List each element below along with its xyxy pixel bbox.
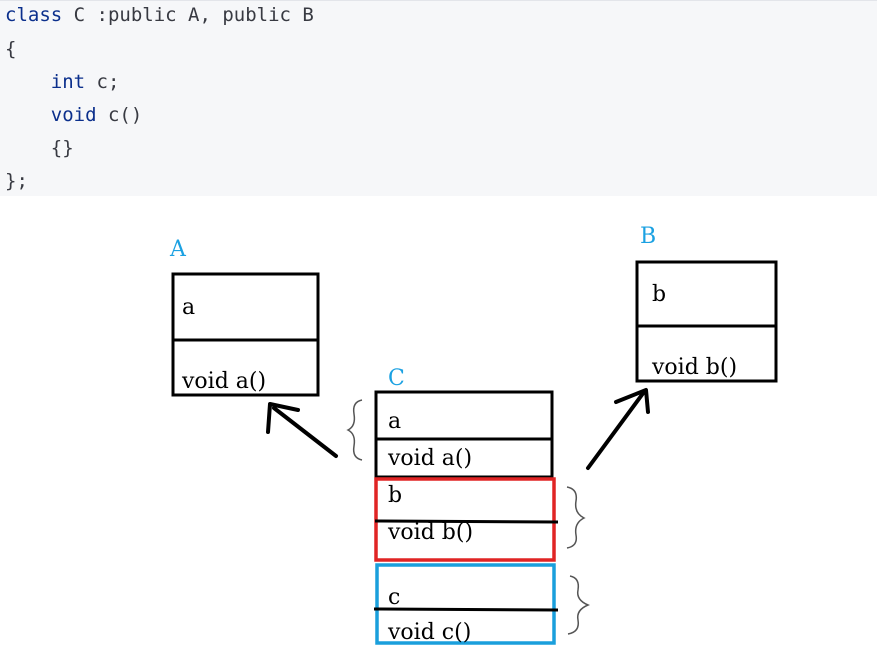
class-c-c-method: void c()	[387, 620, 471, 645]
arrow-to-a-icon	[266, 402, 338, 458]
code-block: class C :public A, public B { int c; voi…	[0, 0, 877, 196]
class-b-field: b	[652, 282, 666, 307]
brace-right-c-icon	[567, 575, 590, 635]
brace-left-icon	[346, 399, 363, 461]
class-b-method: void b()	[651, 355, 737, 380]
class-c-a-method: void a()	[387, 446, 472, 471]
code-line-1: class C :public A, public B	[5, 4, 314, 26]
class-c-a-field: a	[388, 409, 401, 434]
class-c-a-part	[374, 390, 554, 479]
code-text: C :public A, public B	[62, 4, 314, 26]
class-c-b-field: b	[388, 483, 402, 508]
code-line-3: int c;	[5, 71, 120, 93]
class-a-method: void a()	[181, 369, 266, 394]
class-c-title: C	[388, 366, 405, 391]
class-a-field: a	[182, 295, 195, 320]
class-c-b-divider	[374, 519, 559, 524]
class-c-b-part	[374, 477, 556, 562]
code-line-5: {}	[5, 137, 74, 159]
class-c-b-method: void b()	[387, 520, 473, 545]
code-line-4: void c()	[5, 104, 143, 126]
class-c-c-divider	[373, 607, 559, 612]
code-text: c()	[96, 104, 143, 126]
class-a-box	[171, 272, 320, 397]
code-text: c;	[85, 71, 120, 93]
brace-right-b-icon	[566, 486, 586, 549]
class-c-c-field: c	[388, 585, 400, 610]
class-c-c-part	[375, 563, 556, 645]
code-keyword: void	[50, 104, 97, 126]
code-line-2: {	[5, 38, 17, 60]
code-keyword: class	[5, 4, 63, 26]
code-line-6: };	[5, 170, 28, 192]
class-b-title: B	[640, 224, 656, 249]
arrow-to-b-icon	[586, 388, 650, 470]
code-keyword: int	[50, 71, 86, 93]
class-a-title: A	[169, 237, 187, 262]
class-b-box	[635, 260, 778, 383]
